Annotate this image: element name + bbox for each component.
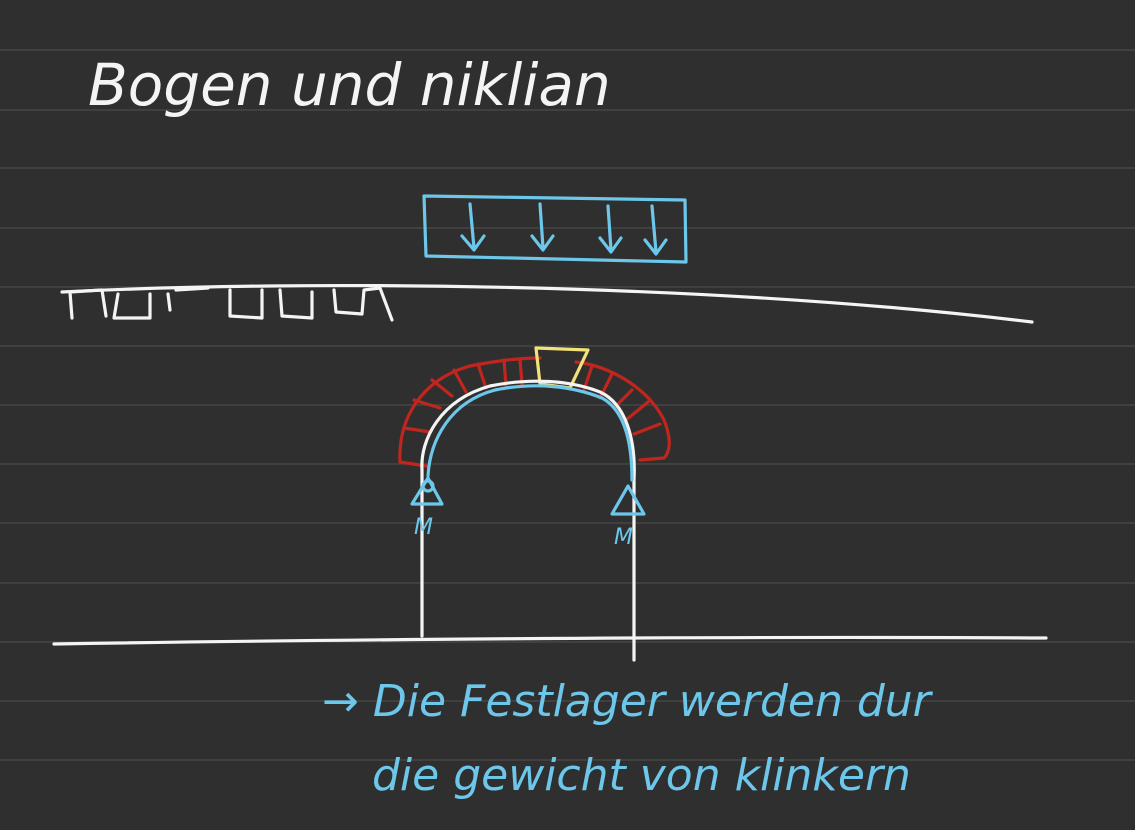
arch-blue — [426, 384, 634, 482]
arch-white — [420, 379, 636, 662]
note-title: Bogen und niklian — [88, 51, 611, 119]
support-left — [410, 476, 444, 506]
brick-joints-left — [398, 358, 524, 468]
support-left-triangle — [410, 476, 444, 506]
support-left-hinge — [421, 479, 435, 493]
load-arrow-2 — [530, 202, 555, 252]
upper-deck — [60, 283, 1034, 324]
support-right — [610, 484, 646, 516]
ruled-lines — [0, 49, 1135, 761]
arch-outer-left — [398, 356, 542, 464]
distributed-load — [422, 194, 688, 264]
support-right-label: M — [614, 525, 633, 550]
load-arrow-3 — [598, 204, 623, 254]
arch-bricks-red — [398, 356, 671, 468]
arch-outer-right — [574, 360, 671, 462]
brick-joints-right — [582, 364, 662, 436]
caption-line-2: die gewicht von klinkern — [372, 750, 911, 801]
caption-line-1: → Die Festlager werden dur — [322, 676, 934, 727]
upper-deck-line — [60, 283, 1034, 324]
deck-blocks — [68, 286, 394, 322]
ground-line — [52, 635, 1048, 646]
support-right-triangle — [610, 484, 646, 516]
support-left-label: M — [414, 515, 433, 540]
load-box — [422, 194, 688, 264]
load-arrow-4 — [643, 204, 668, 256]
load-arrow-1 — [460, 202, 486, 252]
